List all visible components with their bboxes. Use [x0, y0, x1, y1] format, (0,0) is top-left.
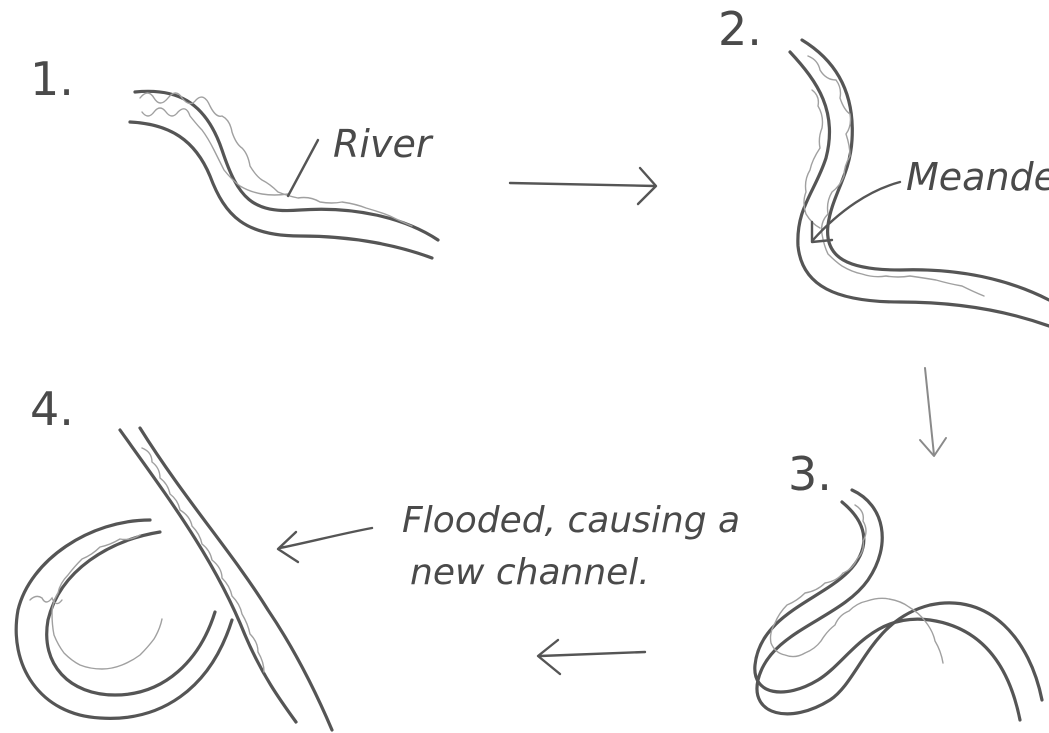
arrow-step3-to-step4: [538, 640, 645, 674]
river-label-pointer: [288, 140, 318, 196]
step-4-new-channel: [120, 428, 332, 730]
meander-label-pointer: [812, 182, 900, 242]
step-1-river: [130, 91, 438, 258]
step-3-number: 3.: [788, 447, 832, 501]
step-2-number: 2.: [718, 2, 762, 56]
arrow-step2-to-step3: [920, 368, 946, 456]
flood-label-line1: Flooded, causing a: [402, 500, 740, 541]
step-4-oxbow-lake: [16, 520, 232, 718]
flood-label-pointer: [278, 528, 372, 562]
river-label: River: [333, 122, 434, 166]
flood-label-line2: new channel.: [410, 552, 650, 593]
meander-label: Meander: [906, 155, 1049, 199]
step-1-number: 1.: [30, 52, 74, 106]
step-3-river: [755, 490, 1042, 720]
arrow-step1-to-step2: [510, 168, 656, 204]
step-4-number: 4.: [30, 382, 74, 436]
